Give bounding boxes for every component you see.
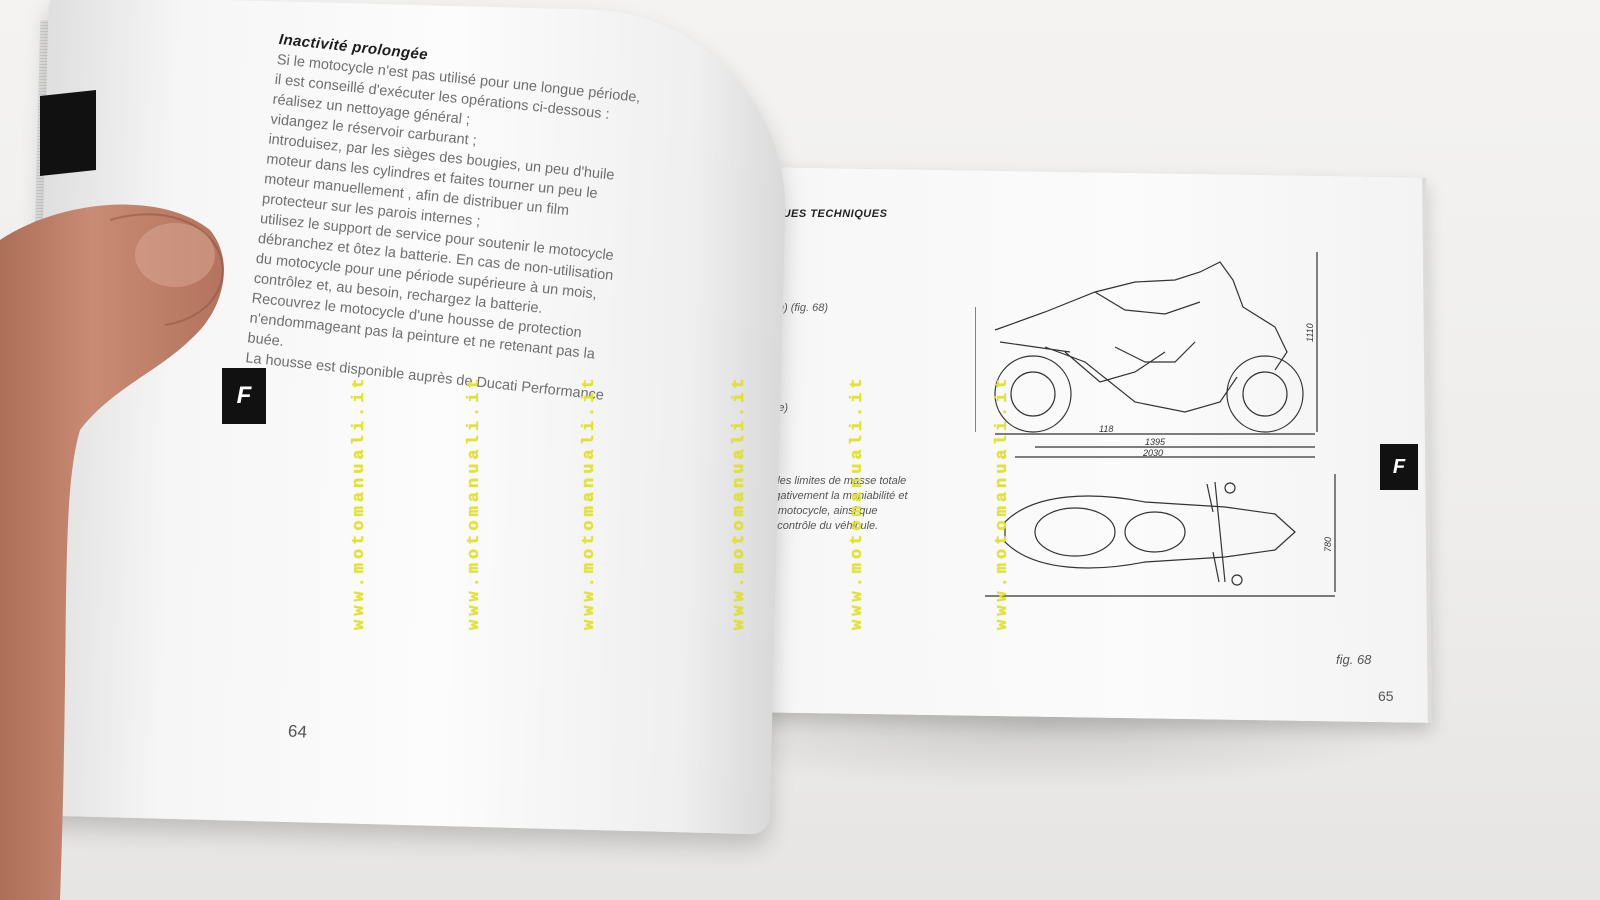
watermark: www.motomanuali.it [465, 374, 484, 630]
fragment-line: ct des limites de masse totale [762, 475, 907, 487]
dimension-total-height: 1110 [1305, 323, 1315, 342]
fragment-line: de contrôle du véhicule. [762, 520, 879, 532]
left-page-number: 64 [287, 721, 308, 742]
dimension-width: 780 [1323, 537, 1333, 552]
watermark: www.motomanuali.it [730, 374, 749, 630]
motorcycle-side-view [994, 261, 1304, 433]
hand [0, 204, 224, 900]
right-section-heading: IQUES TECHNIQUES [770, 208, 887, 220]
watermark: www.motomanuali.it [350, 374, 369, 630]
watermark: www.motomanuali.it [848, 374, 867, 630]
fragment-line: négativement la maniabilité et [762, 490, 908, 502]
motorcycle-dimension-figure: 820 1110 118 1395 2030 780 [975, 252, 1336, 597]
left-page-text: Inactivité prolongée Si le motocycle n'e… [244, 30, 717, 414]
watermark: www.motomanuali.it [993, 374, 1012, 630]
section-heading-text: IQUES TECHNIQUES [770, 208, 888, 220]
right-tab-marker: F [1380, 444, 1418, 490]
fragment-line: tre motocycle, ainsi que [762, 505, 878, 517]
right-page-number: 65 [1378, 688, 1394, 704]
left-tab-marker: F [222, 368, 266, 424]
left-page-black-mark [40, 90, 96, 176]
dimension-wheelbase: 1395 [1145, 437, 1166, 447]
motorcycle-top-view [1004, 481, 1296, 586]
watermark: www.motomanuali.it [580, 374, 599, 630]
dimension-ground-clearance: 118 [1099, 424, 1113, 434]
figure-caption: fig. 68 [1336, 652, 1372, 667]
text-fragment-3: ct des limites de masse totale négativem… [762, 474, 908, 534]
dimension-total-length: 2030 [1142, 448, 1163, 458]
